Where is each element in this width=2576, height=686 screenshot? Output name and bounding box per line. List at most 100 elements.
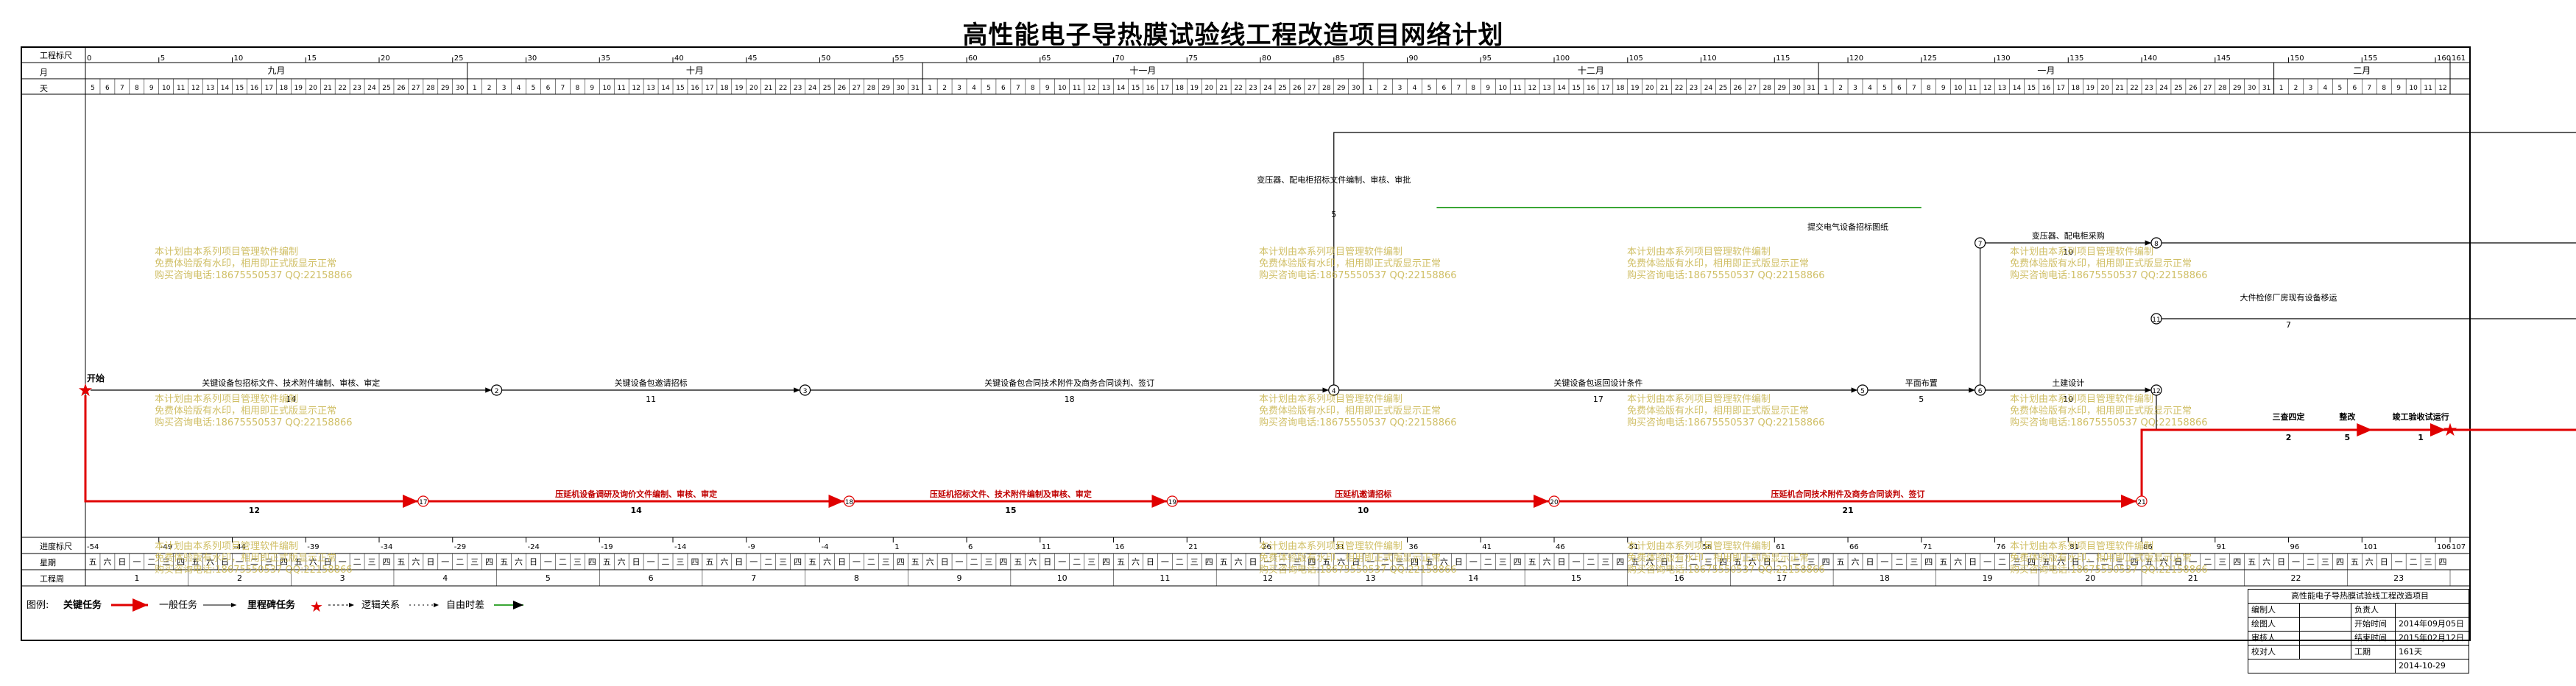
weekday-label: 日 <box>2277 557 2285 567</box>
row-label-progress: 进度标尺 <box>40 542 72 551</box>
tb-cell <box>2300 646 2351 659</box>
task-arrow <box>2140 428 2576 506</box>
weekday-label: 日 <box>1969 557 1977 567</box>
tb-cell: 161天 <box>2396 646 2469 659</box>
top-scale-label: 150 <box>2290 54 2304 63</box>
day-label: 4 <box>517 85 521 92</box>
day-label: 22 <box>1234 85 1242 92</box>
tb-cell: 结束时间 <box>2351 632 2396 645</box>
task-duration: 18 <box>1065 395 1075 404</box>
day-label: 27 <box>1308 85 1316 92</box>
day-label: 17 <box>265 85 273 92</box>
day-label: 3 <box>1398 85 1402 92</box>
weekday-label: 三 <box>2321 557 2329 567</box>
day-label: 20 <box>1204 85 1213 92</box>
workweek-label: 12 <box>1263 573 1273 583</box>
weekday-label: 日 <box>1455 557 1463 567</box>
day-label: 30 <box>1792 85 1801 92</box>
weekday-label: 六 <box>1235 557 1243 567</box>
day-label: 29 <box>441 85 450 92</box>
weekday-label: 日 <box>1763 557 1771 567</box>
legend: 图例: 关键任务 一般任务 里程碑任务 ★ 逻辑关系 自由时差 <box>27 596 689 628</box>
bottom-scale-label: 76 <box>1997 543 2006 551</box>
day-label: 19 <box>2086 85 2095 92</box>
weekday-label: 日 <box>632 557 641 567</box>
day-label: 27 <box>853 85 861 92</box>
watermark-line: 本计划由本系列项目管理软件编制 <box>155 541 299 552</box>
weekday-label: 三 <box>2424 557 2432 567</box>
weekday-label: 日 <box>1146 557 1154 567</box>
day-label: 28 <box>426 85 435 92</box>
tb-cell: 绘图人 <box>2248 618 2300 631</box>
weekday-label: 四 <box>2233 557 2241 567</box>
legend-star-icon: ★ <box>310 598 323 615</box>
workweek-label: 23 <box>2393 573 2404 583</box>
top-scale-label: 25 <box>454 54 464 63</box>
watermark-line: 购买咨询电话:18675550537 QQ:22158866 <box>1627 565 1825 576</box>
weekday-label: 二 <box>1484 557 1492 567</box>
task-duration: 21 <box>1842 506 1853 515</box>
weekday-label: 三 <box>676 557 684 567</box>
day-label: 8 <box>1031 85 1035 92</box>
day-label: 23 <box>1690 85 1698 92</box>
day-label: 20 <box>749 85 758 92</box>
weekday-label: 二 <box>1895 557 1903 567</box>
weekday-label: 四 <box>897 557 905 567</box>
bottom-scale-label: 56 <box>1703 543 1712 551</box>
weekday-label: 六 <box>2057 557 2065 567</box>
day-label: 16 <box>250 85 259 92</box>
day-label: 7 <box>1016 85 1020 92</box>
day-label: 21 <box>1660 85 1668 92</box>
day-label: 15 <box>676 85 684 92</box>
watermark-line: 购买咨询电话:18675550537 QQ:22158866 <box>155 270 353 281</box>
day-label: 28 <box>867 85 876 92</box>
task-label: 竣工验收试运行 <box>2393 411 2449 422</box>
weekday-label: 一 <box>956 557 964 567</box>
day-label: 8 <box>1927 85 1931 92</box>
bottom-scale-label: 86 <box>2143 543 2153 551</box>
weekday-label: 六 <box>1028 557 1037 567</box>
day-label: 26 <box>1293 85 1302 92</box>
weekday-label: 日 <box>941 557 949 567</box>
day-label: 7 <box>561 85 565 92</box>
weekday-label: 二 <box>1278 557 1286 567</box>
bottom-scale-label: -19 <box>601 543 613 551</box>
day-label: 26 <box>838 85 847 92</box>
day-label: 11 <box>617 85 625 92</box>
watermark-line: 本计划由本系列项目管理软件编制 <box>1627 394 1771 405</box>
weekday-label: 二 <box>456 557 464 567</box>
watermark-line: 本计划由本系列项目管理软件编制 <box>1259 247 1403 258</box>
tb-cell: 2014年09月05日 <box>2396 618 2469 631</box>
task-duration: 5 <box>1331 210 1336 219</box>
bottom-scale-label: 101 <box>2363 543 2377 551</box>
bottom-scale-label: -39 <box>307 543 319 551</box>
task-duration: 10 <box>1358 506 1369 515</box>
task-arrow <box>1975 240 1981 395</box>
weekday-label: 一 <box>544 557 552 567</box>
day-label: 7 <box>120 85 124 92</box>
weekday-label: 一 <box>647 557 655 567</box>
weekday-label: 四 <box>1719 557 1727 567</box>
workweek-label: 21 <box>2188 573 2198 583</box>
day-label: 26 <box>1734 85 1743 92</box>
weekday-label: 二 <box>867 557 875 567</box>
weekday-label: 六 <box>2262 557 2270 567</box>
weekday-label: 日 <box>324 557 332 567</box>
event-node <box>1548 495 1560 507</box>
weekday-label: 日 <box>1866 557 1874 567</box>
bottom-scale-label: -49 <box>160 543 172 551</box>
workweek-label: 22 <box>2291 573 2301 583</box>
weekday-label: 五 <box>1014 557 1022 567</box>
weekday-label: 五 <box>500 557 508 567</box>
event-node <box>417 495 429 507</box>
weekday-label: 一 <box>1880 557 1888 567</box>
day-label: 7 <box>1456 85 1461 92</box>
weekday-label: 日 <box>1660 557 1668 567</box>
row-label-day: 天 <box>40 84 48 93</box>
watermark-line: 免费体验版有水印，相用即正式版显示正常 <box>155 553 337 564</box>
workweek-label: 5 <box>546 573 551 583</box>
weekday-label: 一 <box>2189 557 2197 567</box>
day-label: 20 <box>309 85 318 92</box>
watermark-line: 免费体验版有水印，相用即正式版显示正常 <box>1259 406 1441 417</box>
day-label: 29 <box>1337 85 1346 92</box>
